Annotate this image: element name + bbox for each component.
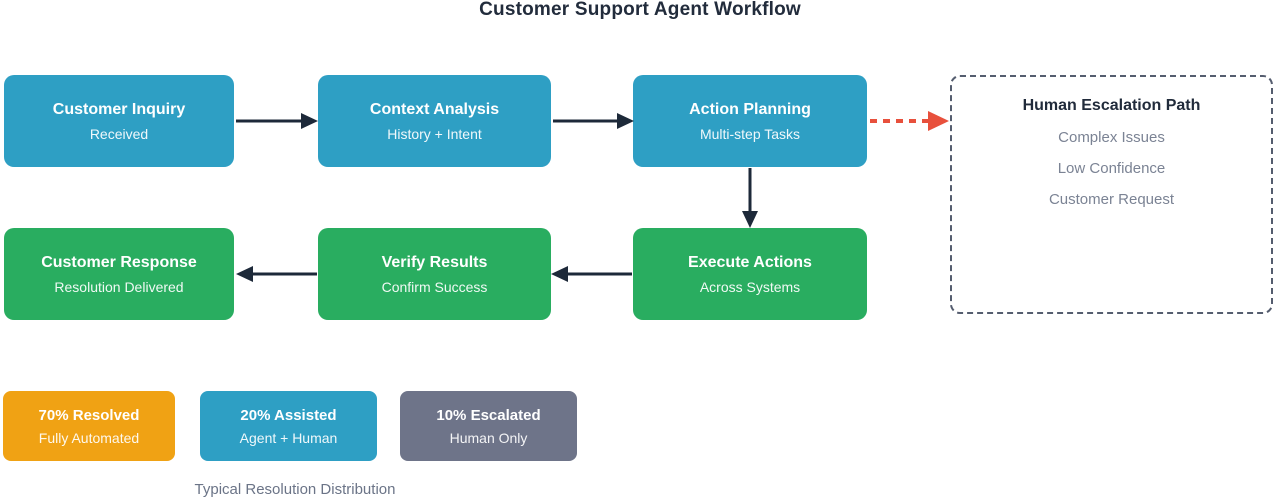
node-title: Context Analysis xyxy=(369,100,500,118)
arrow-planning-to-execute xyxy=(742,168,758,228)
node-title: Action Planning xyxy=(689,100,811,118)
legend-subtitle: Fully Automated xyxy=(38,429,140,446)
page-title: Customer Support Agent Workflow xyxy=(479,0,801,20)
node-subtitle: Multi-step Tasks xyxy=(699,126,801,143)
arrow-verify-to-response xyxy=(236,266,317,282)
arrow-planning-to-escalation xyxy=(870,111,949,131)
node-execute-actions: Execute Actions Across Systems xyxy=(633,228,867,320)
arrow-execute-to-verify xyxy=(551,266,632,282)
node-title: Customer Response xyxy=(41,253,197,271)
legend-escalated: 10% Escalated Human Only xyxy=(400,391,577,461)
node-context-analysis: Context Analysis History + Intent xyxy=(318,75,551,167)
legend-title: 10% Escalated xyxy=(436,406,541,424)
legend-title: 20% Assisted xyxy=(240,406,337,424)
node-verify-results: Verify Results Confirm Success xyxy=(318,228,551,320)
node-customer-inquiry: Customer Inquiry Received xyxy=(4,75,234,167)
legend-subtitle: Agent + Human xyxy=(239,429,338,446)
node-subtitle: Confirm Success xyxy=(381,279,488,296)
legend-title: 70% Resolved xyxy=(38,406,140,424)
escalation-reason: Low Confidence xyxy=(1057,160,1166,177)
node-title: Customer Inquiry xyxy=(52,100,186,118)
node-subtitle: History + Intent xyxy=(387,126,482,143)
node-title: Verify Results xyxy=(381,253,488,271)
escalation-reason: Complex Issues xyxy=(1058,129,1165,146)
arrow-inquiry-to-context xyxy=(236,113,318,129)
legend-assisted: 20% Assisted Agent + Human xyxy=(200,391,377,461)
node-subtitle: Received xyxy=(89,126,149,143)
legend-subtitle: Human Only xyxy=(449,429,528,446)
node-subtitle: Resolution Delivered xyxy=(54,279,184,296)
escalation-path-box: Human Escalation Path Complex Issues Low… xyxy=(950,75,1273,314)
escalation-reason: Customer Request xyxy=(1048,191,1175,208)
escalation-title: Human Escalation Path xyxy=(1022,97,1201,114)
node-action-planning: Action Planning Multi-step Tasks xyxy=(633,75,867,167)
node-customer-response: Customer Response Resolution Delivered xyxy=(4,228,234,320)
arrow-context-to-planning xyxy=(553,113,634,129)
node-title: Execute Actions xyxy=(688,253,812,271)
legend-caption: Typical Resolution Distribution xyxy=(194,481,396,498)
node-subtitle: Across Systems xyxy=(699,279,801,296)
legend-resolved: 70% Resolved Fully Automated xyxy=(3,391,175,461)
